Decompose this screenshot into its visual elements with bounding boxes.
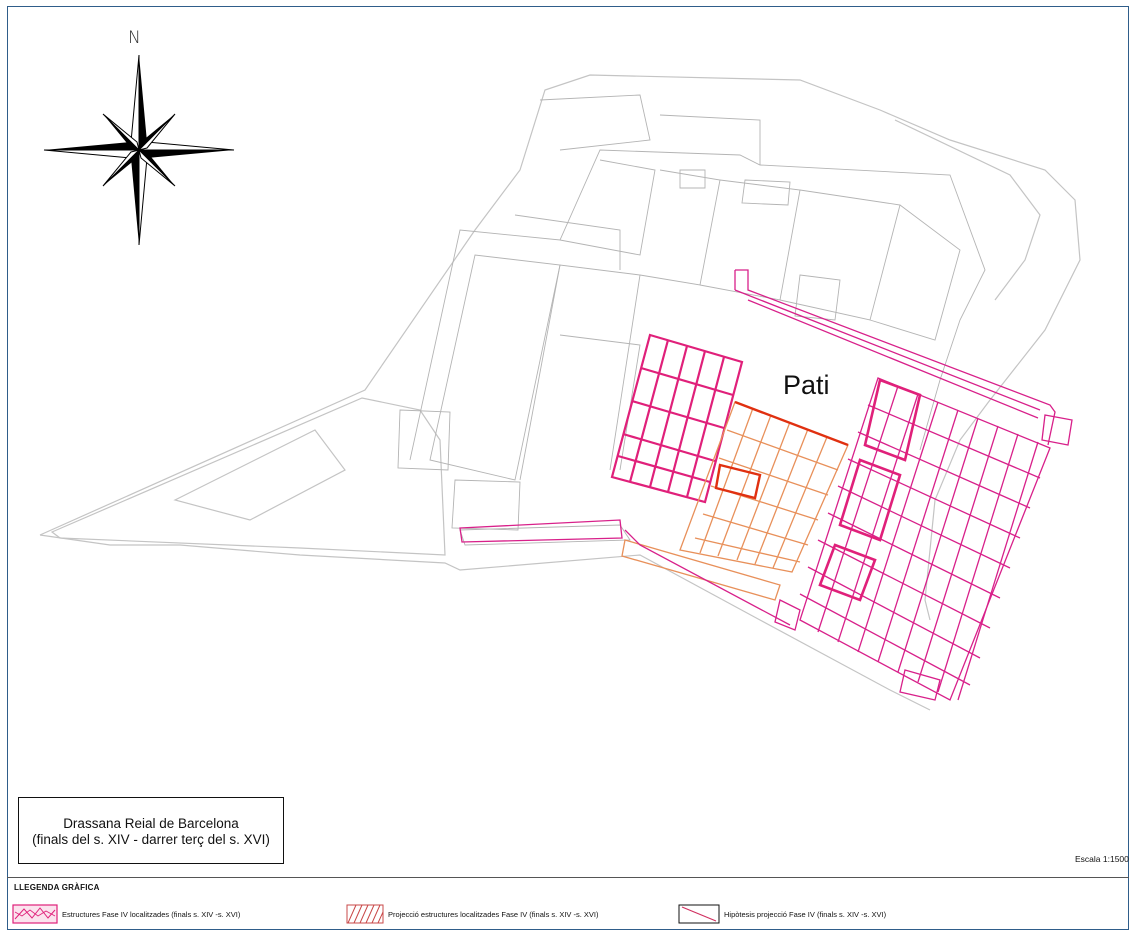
- site-outline: [39, 74, 1081, 711]
- legend-divider: [7, 877, 1129, 878]
- title-box: Drassana Reial de Barcelona (finals del …: [18, 797, 284, 864]
- title-line-2: (finals del s. XIV - darrer terç del s. …: [32, 832, 270, 847]
- projected-structures-grid: [621, 401, 849, 601]
- legend-item-hypothesis: Hipòtesis projecció Fase IV (finals s. X…: [678, 904, 886, 924]
- projected-structures-edge: [714, 400, 849, 500]
- compass-rose-icon: [43, 54, 235, 246]
- diagonal-hatch-swatch-icon: [346, 904, 384, 924]
- title-line-1: Drassana Reial de Barcelona: [63, 816, 239, 831]
- hypothesis-line-swatch-icon: [678, 904, 720, 924]
- north-label: N: [128, 28, 141, 48]
- courtyard-label: Pati: [783, 370, 830, 400]
- legend-item-label: Projecció estructures localitzades Fase …: [388, 909, 599, 919]
- hatched-pink-swatch-icon: [12, 904, 58, 924]
- legend-item-located-structures: Estructures Fase IV localitzades (finals…: [12, 904, 240, 924]
- phase-iv-grid-right: [799, 377, 1051, 701]
- legend-item-projected-structures: Projecció estructures localitzades Fase …: [346, 904, 599, 924]
- legend-item-label: Hipòtesis projecció Fase IV (finals s. X…: [724, 909, 887, 919]
- scale-label: Escala 1:1500: [1075, 854, 1129, 864]
- phase-iv-corridors: [459, 269, 1073, 701]
- legend-item-label: Estructures Fase IV localitzades (finals…: [62, 909, 241, 919]
- legend-title: LLEGENDA GRÀFICA: [14, 883, 100, 892]
- phase-iv-grid-right-heavy: [818, 378, 922, 602]
- building-base-plan: [397, 94, 986, 546]
- phase-iv-grid-left: [610, 333, 744, 504]
- map-frame: [7, 6, 1129, 930]
